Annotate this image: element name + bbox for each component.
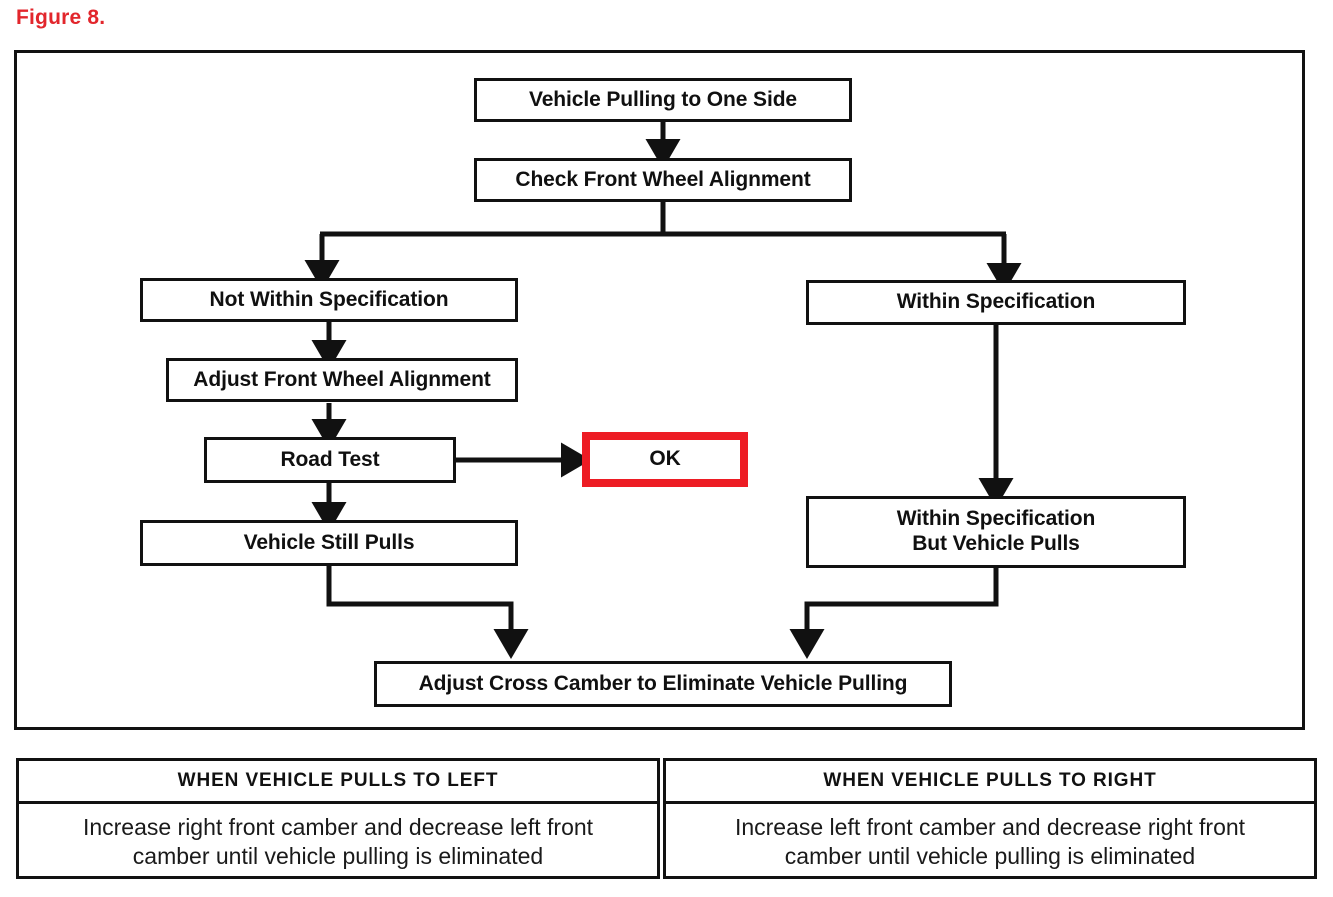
node-within-specification[interactable]: Within Specification <box>806 280 1186 325</box>
spec-body-pulls-left: Increase right front camber and decrease… <box>19 804 657 879</box>
node-road-test[interactable]: Road Test <box>204 437 456 483</box>
spec-body-pulls-right: Increase left front camber and decrease … <box>666 804 1314 879</box>
node-adjust-cross-camber[interactable]: Adjust Cross Camber to Eliminate Vehicle… <box>374 661 952 707</box>
node-ok[interactable]: OK <box>582 432 748 487</box>
spec-left-line2: camber until vehicle pulling is eliminat… <box>132 842 544 869</box>
node-within-specification-but-vehicle-pulls[interactable]: Within Specification But Vehicle Pulls <box>806 496 1186 568</box>
node-vehicle-pulling[interactable]: Vehicle Pulling to One Side <box>474 78 852 122</box>
spec-right-line2: camber until vehicle pulling is eliminat… <box>784 842 1196 869</box>
spec-right-line1: Increase left front camber and decrease … <box>734 814 1246 841</box>
node-check-front-wheel-alignment[interactable]: Check Front Wheel Alignment <box>474 158 852 202</box>
node-within-spec-but-pulls-line2: But Vehicle Pulls <box>912 532 1080 555</box>
node-not-within-specification[interactable]: Not Within Specification <box>140 278 518 322</box>
figure-label: Figure 8. <box>16 6 106 29</box>
node-adjust-front-wheel-alignment[interactable]: Adjust Front Wheel Alignment <box>166 358 518 402</box>
spec-table-right: WHEN VEHICLE PULLS TO RIGHT Increase lef… <box>663 758 1317 879</box>
spec-left-line1: Increase right front camber and decrease… <box>82 814 594 841</box>
node-within-spec-but-pulls-line1: Within Specification <box>896 507 1096 531</box>
spec-header-pulls-right: WHEN VEHICLE PULLS TO RIGHT <box>666 761 1314 804</box>
node-vehicle-still-pulls[interactable]: Vehicle Still Pulls <box>140 520 518 566</box>
spec-header-pulls-left: WHEN VEHICLE PULLS TO LEFT <box>19 761 657 804</box>
spec-table-left: WHEN VEHICLE PULLS TO LEFT Increase righ… <box>16 758 660 879</box>
